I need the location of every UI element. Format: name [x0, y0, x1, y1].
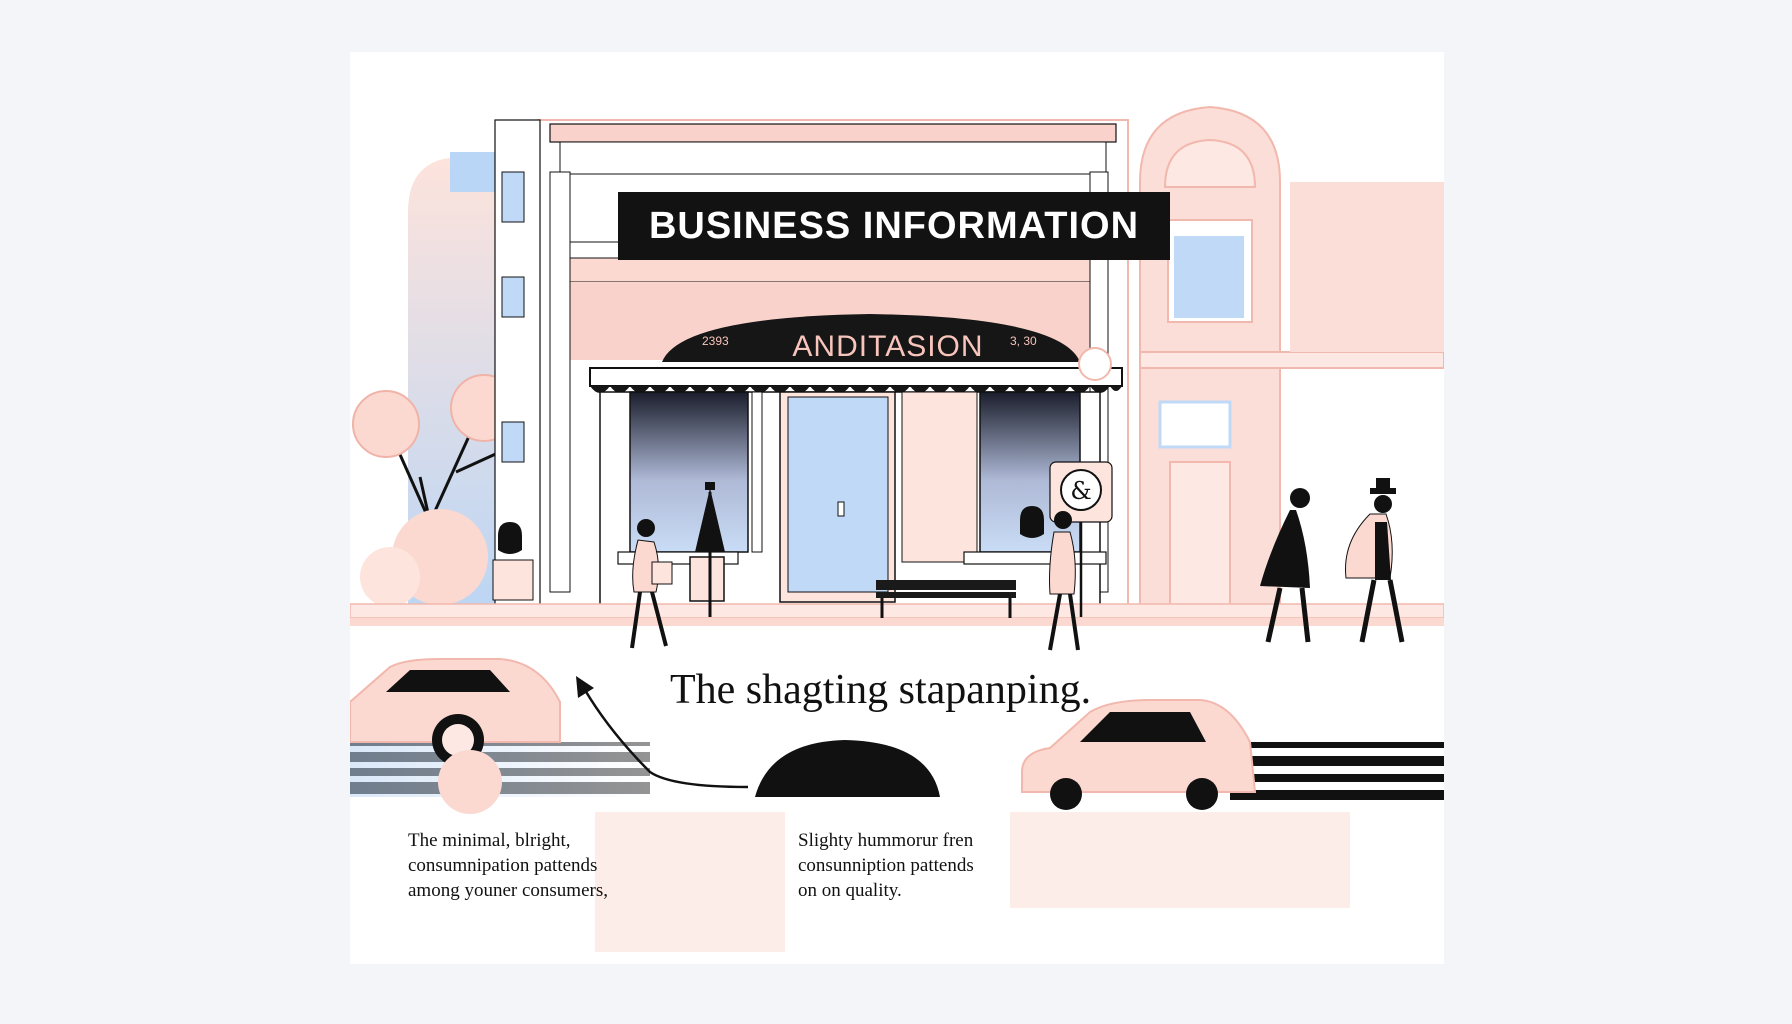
- caption-left-line: among youner consumers,: [408, 880, 608, 901]
- caption-right-line: consunniption pattends: [798, 855, 974, 876]
- storefront-illustration: &: [350, 105, 1444, 952]
- storefront-windows: [599, 391, 1107, 608]
- road: [350, 740, 1444, 952]
- annotation-arrow: [576, 676, 749, 789]
- car-right: [1021, 699, 1257, 810]
- awning-sign: [662, 314, 1080, 362]
- caption-left-line: The minimal, blright,: [408, 830, 571, 851]
- caption-right-line: on on quality.: [798, 880, 902, 901]
- headline: The shagting stapanping.: [670, 667, 1092, 713]
- sign-title: BUSINESS INFORMATION: [648, 204, 1140, 247]
- awning-left-mark: 2393: [702, 334, 729, 348]
- awning-right-mark: 3, 30: [1010, 334, 1037, 348]
- car-left: [350, 658, 561, 814]
- caption-left-line: consumnipation pattends: [408, 855, 598, 876]
- illustration-card: &: [350, 52, 1444, 964]
- awning-label: ANDITASION: [792, 330, 984, 363]
- caption-right: Slighty hummorur fren consunniption patt…: [798, 828, 974, 903]
- caption-right-line: Slighty hummorur fren: [798, 830, 974, 851]
- street-objects: &: [492, 347, 1113, 618]
- pedestrians: [630, 478, 1405, 651]
- svg-text:&: &: [1070, 477, 1091, 505]
- sidewalk: [350, 603, 1444, 619]
- sign-board: [618, 192, 1170, 260]
- caption-left: The minimal, blright, consumnipation pat…: [408, 828, 608, 903]
